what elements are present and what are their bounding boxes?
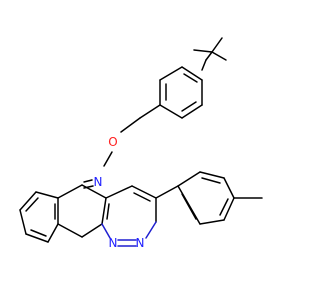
pyridazine-ring bbox=[101, 185, 157, 247]
oxime-nitrogen-label: N bbox=[94, 175, 103, 189]
benzo-ring bbox=[19, 191, 59, 243]
ring-nitrogen-label-left: N bbox=[109, 236, 118, 250]
tert-butylphenyl-ring bbox=[159, 66, 203, 119]
chemical-structure: O N N N bbox=[19, 37, 263, 250]
tert-butyl-group bbox=[193, 37, 227, 71]
benzyl-oxime-linker bbox=[103, 104, 161, 167]
oxygen-atom-label: O bbox=[108, 135, 117, 149]
ring-nitrogen-label-right: N bbox=[136, 236, 145, 250]
indene-five-ring bbox=[57, 184, 107, 238]
p-tolyl-ring bbox=[155, 171, 263, 225]
